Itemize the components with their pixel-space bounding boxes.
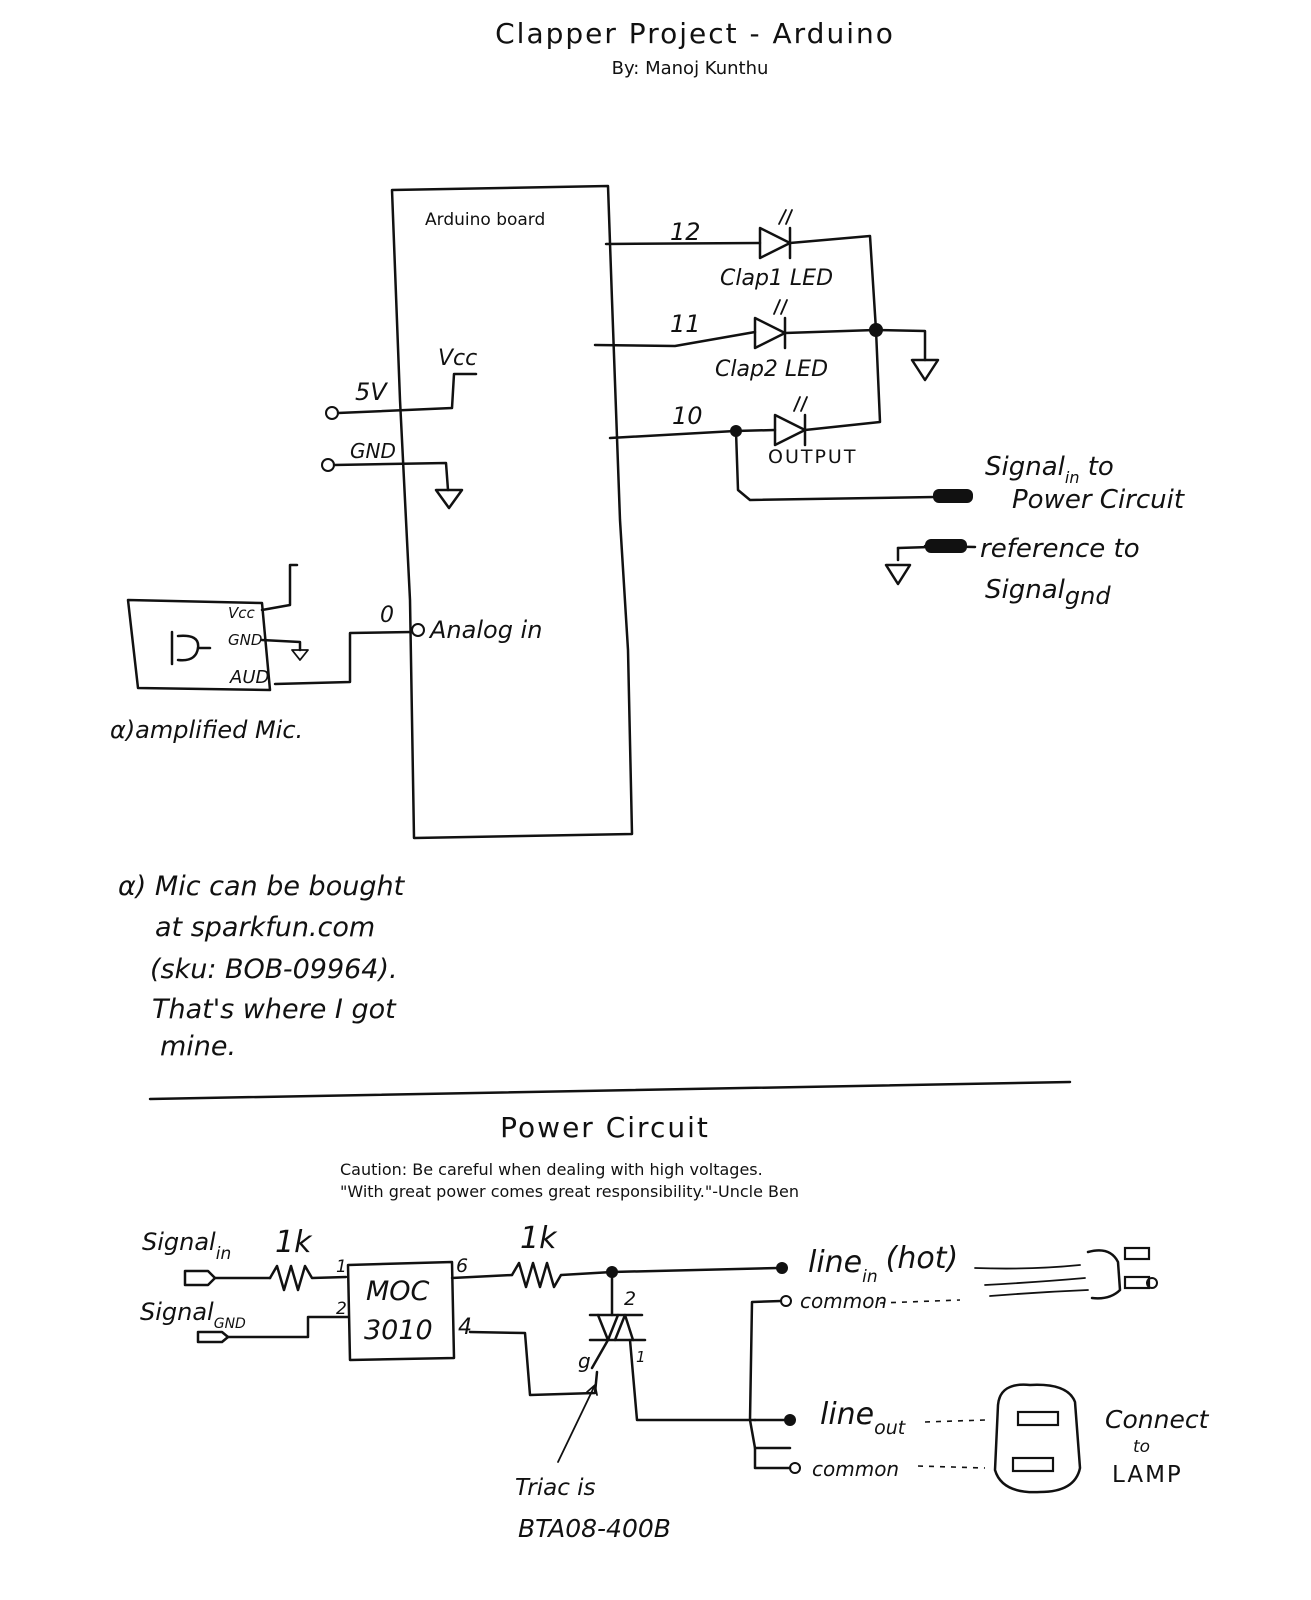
microphone-icon: [170, 630, 212, 666]
mic-gnd-label: GND: [228, 631, 262, 649]
pin-12-label: 12: [670, 218, 701, 246]
ground-symbol: [884, 563, 912, 586]
signal-in-label: Signalin to: [985, 452, 1114, 487]
triac-gate-label: g: [578, 1349, 591, 1373]
line-out-label: lineout: [820, 1397, 907, 1439]
triac: 2 1 g Triac is BTA08-400B: [468, 1270, 757, 1543]
connect-lamp-line-2: to: [1133, 1437, 1150, 1457]
ground-symbol: [434, 488, 464, 510]
common-top-terminal: common: [748, 1289, 961, 1450]
led-clap1-label: Clap1 LED: [720, 266, 833, 291]
note-line-2: at sparkfun.com: [155, 912, 375, 943]
triac-pin-2: 2: [624, 1288, 636, 1310]
analog-pin-label: 0: [380, 603, 394, 628]
connector-plug: [933, 489, 973, 503]
connector-plug: [925, 539, 967, 553]
moc-pin-2: 2: [336, 1299, 347, 1319]
power-circuit-title: Power Circuit: [500, 1111, 710, 1144]
vcc-label: Vcc: [438, 346, 477, 371]
moc-pin-1: 1: [336, 1257, 347, 1277]
note-line-3: (sku: BOB-09964).: [150, 954, 398, 985]
moc-line-2: 3010: [364, 1315, 433, 1346]
signal-in-input: Signalin 1k: [142, 1225, 348, 1292]
line-out-terminal: lineout: [753, 1397, 986, 1439]
reference-label: reference to: [980, 534, 1140, 564]
mic-label: α)amplified Mic.: [110, 716, 303, 744]
triac-note-line-1: Triac is: [515, 1475, 596, 1501]
common-top-pin: [780, 1295, 792, 1307]
arduino-board-label: Arduino board: [425, 210, 545, 230]
led-clap2-label: Clap2 LED: [715, 357, 828, 382]
triac-note-line-2: BTA08-400B: [518, 1514, 671, 1543]
line-in-terminal: linein(hot): [776, 1241, 958, 1287]
caution-line-2: "With great power comes great responsibi…: [340, 1182, 799, 1201]
common-bottom-pin: [789, 1462, 801, 1474]
r1-label: 1k: [275, 1225, 313, 1260]
byline: By: Manoj Kunthu: [612, 58, 769, 79]
power-circuit-label: Power Circuit: [1012, 485, 1185, 515]
wall-plug-icon: [974, 1246, 1158, 1300]
moc3010-optocoupler: MOC 3010 1 2 6 4: [336, 1255, 472, 1362]
led-clap2: Clap2 LED: [715, 299, 927, 382]
ground-symbol: [910, 358, 940, 382]
pin-11-wire: 11: [593, 310, 757, 348]
pin-11-label: 11: [670, 310, 701, 338]
r2-resistor: 1k: [450, 1221, 780, 1289]
power-pins: 5V Vcc GND: [321, 346, 478, 510]
analog-in: 0 Analog in: [273, 603, 542, 686]
signal-gnd-label: Signalgnd: [985, 575, 1111, 610]
analog-in-terminal: [411, 623, 425, 637]
led-output-label: OUTPUT: [768, 446, 857, 468]
pin-5v-label: 5V: [355, 378, 388, 406]
signal-out-wire: Signalin to Power Circuit: [734, 429, 1185, 515]
analog-in-label: Analog in: [428, 616, 542, 644]
line-in-label: linein(hot): [808, 1241, 958, 1287]
junction-dot: [776, 1262, 788, 1274]
common-bottom-label: common: [812, 1457, 899, 1481]
led-output: OUTPUT: [768, 328, 882, 468]
common-top-label: common: [800, 1289, 887, 1313]
power-signal-in-label: Signalin: [142, 1228, 231, 1264]
signal-gnd-input: SignalGND: [140, 1298, 350, 1344]
pin-5v-terminal: [325, 406, 339, 420]
mic-vcc-label: Vcc: [228, 604, 256, 622]
common-bottom-terminal: common: [753, 1446, 986, 1481]
pin-gnd-terminal: [321, 458, 335, 472]
note-line-4: That's where I got: [152, 994, 397, 1025]
led-clap1: Clap1 LED: [720, 209, 878, 332]
connect-lamp-line-3: LAMP: [1112, 1462, 1183, 1488]
arduino-board: Arduino board: [390, 184, 634, 840]
moc-pin-4: 4: [458, 1315, 472, 1340]
note-line-1: α) Mic can be bought: [118, 871, 406, 902]
mic-aud-label: AUD: [229, 667, 269, 688]
pin-12-wire: 12: [604, 218, 762, 246]
pin-10-label: 10: [672, 402, 703, 430]
power-signal-gnd-label: SignalGND: [140, 1298, 246, 1332]
r2-label: 1k: [520, 1221, 558, 1256]
pin-10-wire: 10: [608, 402, 777, 440]
note-line-5: mine.: [160, 1031, 236, 1062]
reference-wire: reference to Signalgnd: [884, 534, 1140, 610]
pin-gnd-label: GND: [350, 439, 396, 463]
mic-module: Vcc GND AUD α)amplified Mic.: [110, 563, 309, 744]
mic-note: α) Mic can be bought at sparkfun.com (sk…: [118, 871, 406, 1062]
moc-pin-6: 6: [456, 1255, 468, 1277]
moc-line-1: MOC: [366, 1276, 430, 1307]
lamp-outlet-icon: [993, 1383, 1082, 1494]
caution-line-1: Caution: Be careful when dealing with hi…: [340, 1160, 763, 1179]
connect-lamp-line-1: Connect: [1105, 1405, 1210, 1434]
section-divider: [148, 1080, 1072, 1101]
triac-pin-1: 1: [636, 1348, 646, 1366]
page-title: Clapper Project - Arduino: [495, 17, 895, 50]
